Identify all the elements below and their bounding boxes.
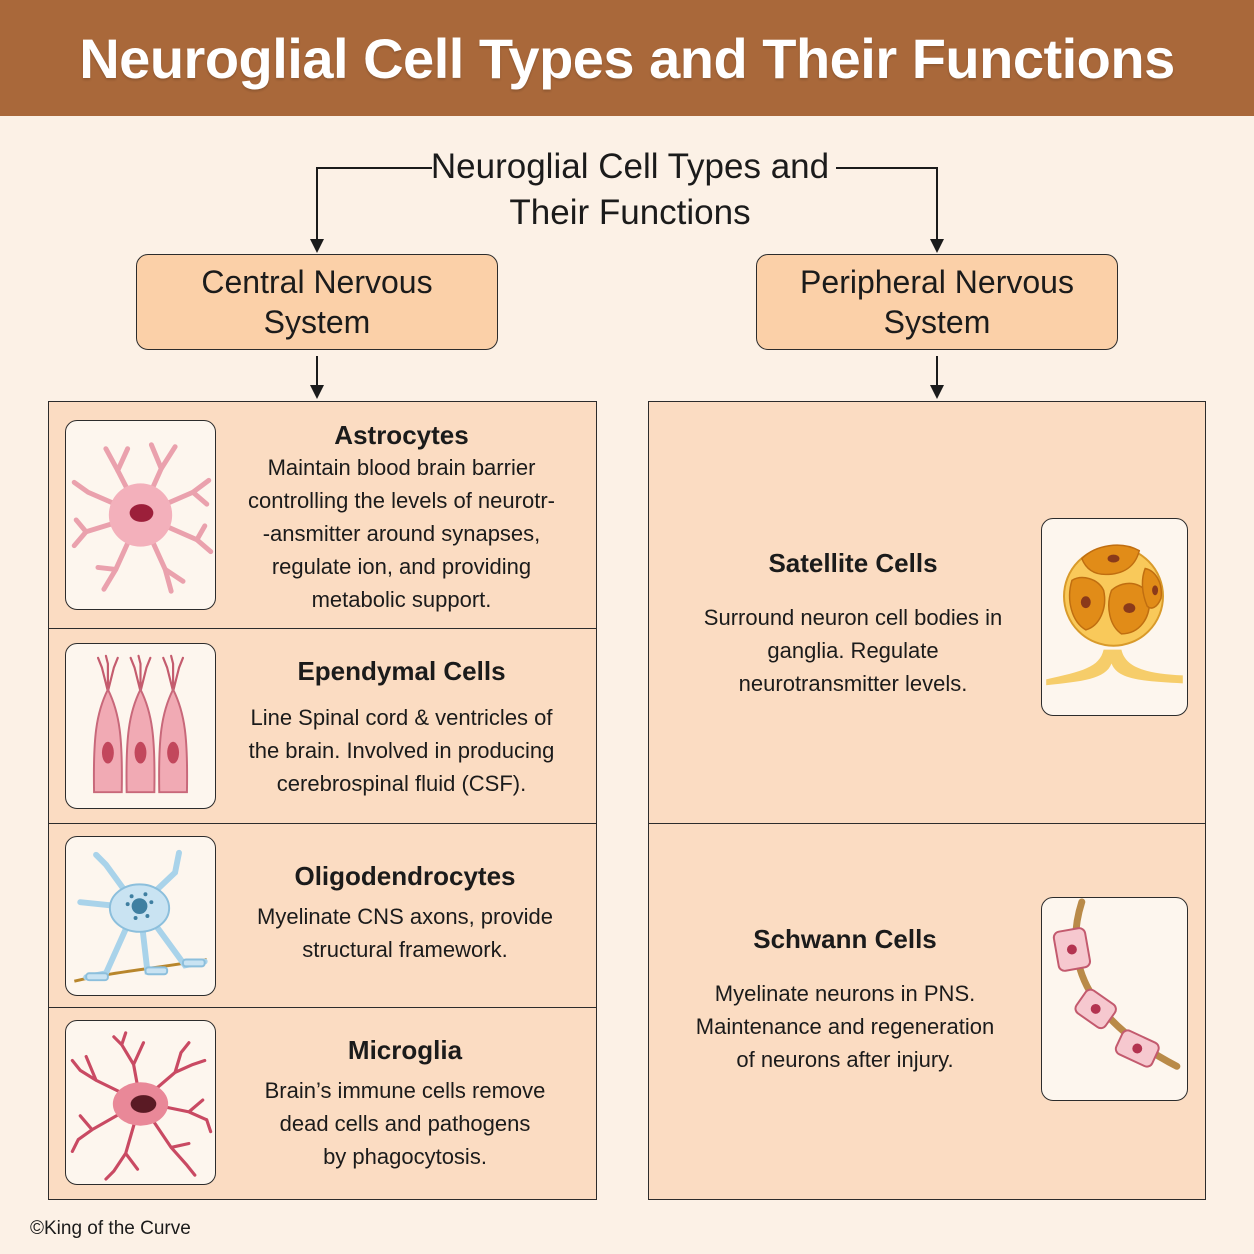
pns-cell-panel: Satellite Cells Surround neuron cell bod…: [648, 401, 1206, 1200]
cell-name: Ependymal Cells: [297, 656, 506, 686]
microglia-text: Microglia Brain’s immune cells remove de…: [235, 1034, 575, 1173]
root-node: Neuroglial Cell Types and Their Function…: [400, 144, 860, 236]
ependymal-cell-icon: [65, 643, 216, 809]
cell-description-line: ganglia. Regulate: [767, 638, 939, 663]
satellite-text: Satellite Cells Surround neuron cell bod…: [685, 547, 1021, 700]
cns-cell-panel: Astrocytes Maintain blood brain barrier …: [48, 401, 597, 1200]
connector-root-to-cns: [310, 167, 432, 253]
pns-node: Peripheral Nervous System: [756, 254, 1118, 350]
cell-description-line: Surround neuron cell bodies in: [703, 605, 1003, 630]
ependymal-text: Ependymal Cells Line Spinal cord & ventr…: [235, 655, 568, 800]
cell-description-line: Maintain blood brain barrier: [267, 455, 536, 480]
cell-description-line: neurotransmitter levels.: [738, 671, 968, 696]
oligodendrocytes-text: Oligodendrocytes Myelinate CNS axons, pr…: [235, 860, 575, 966]
cell-row-schwann: Schwann Cells Myelinate neurons in PNS. …: [649, 823, 1205, 1201]
cell-row-oligodendrocytes: Oligodendrocytes Myelinate CNS axons, pr…: [49, 823, 596, 1007]
cell-description-line: metabolic support.: [311, 587, 492, 612]
cell-name: Schwann Cells: [753, 924, 937, 954]
page-title: Neuroglial Cell Types and Their Function…: [79, 26, 1175, 90]
cns-title-line2: System: [263, 304, 371, 340]
cell-description-line: Line Spinal cord & ventricles of: [250, 705, 553, 730]
copyright-text: ©King of the Curve: [30, 1218, 191, 1239]
cell-description-line: controlling the levels of neurotr-: [248, 488, 555, 513]
cell-name: Satellite Cells: [768, 548, 938, 578]
cell-name: Astrocytes: [334, 420, 469, 450]
cell-description-line: Brain’s immune cells remove: [264, 1078, 546, 1103]
root-title-line2: Their Functions: [509, 193, 751, 232]
cell-row-ependymal: Ependymal Cells Line Spinal cord & ventr…: [49, 628, 596, 823]
cell-description-line: Myelinate neurons in PNS.: [714, 981, 976, 1006]
cell-description-line: the brain. Involved in producing: [248, 738, 555, 763]
pns-title-line1: Peripheral Nervous: [800, 264, 1074, 300]
cell-name: Microglia: [347, 1035, 463, 1065]
cell-row-microglia: Microglia Brain’s immune cells remove de…: [49, 1007, 596, 1201]
astrocyte-icon: [65, 420, 216, 610]
microglia-icon: [65, 1020, 216, 1185]
connector-root-to-pns: [836, 167, 944, 253]
cell-description-line: -ansmitter around synapses,: [262, 521, 541, 546]
cell-name: Oligodendrocytes: [294, 861, 516, 891]
cell-description-line: regulate ion, and providing: [271, 554, 532, 579]
cell-description-line: structural framework.: [302, 937, 508, 962]
cell-description-line: by phagocytosis.: [323, 1144, 487, 1169]
root-title-line1: Neuroglial Cell Types and: [430, 147, 830, 186]
cns-title-line1: Central Nervous: [201, 264, 433, 300]
cns-node: Central Nervous System: [136, 254, 498, 350]
cell-row-astrocytes: Astrocytes Maintain blood brain barrier …: [49, 402, 596, 628]
cell-row-satellite: Satellite Cells Surround neuron cell bod…: [649, 402, 1205, 823]
header-banner: Neuroglial Cell Types and Their Function…: [0, 0, 1254, 116]
satellite-cell-icon: [1041, 518, 1188, 716]
oligodendrocyte-icon: [65, 836, 216, 996]
schwann-text: Schwann Cells Myelinate neurons in PNS. …: [679, 923, 1011, 1076]
cell-description-line: Maintenance and regeneration: [695, 1014, 995, 1039]
astrocytes-text: Astrocytes Maintain blood brain barrier …: [235, 419, 568, 616]
cell-description-line: cerebrospinal fluid (CSF).: [276, 771, 527, 796]
cell-description-line: dead cells and pathogens: [279, 1111, 531, 1136]
cell-description-line: Myelinate CNS axons, provide: [257, 904, 553, 929]
schwann-cell-icon: [1041, 897, 1188, 1101]
pns-title-line2: System: [883, 304, 991, 340]
cell-description-line: of neurons after injury.: [736, 1047, 954, 1072]
